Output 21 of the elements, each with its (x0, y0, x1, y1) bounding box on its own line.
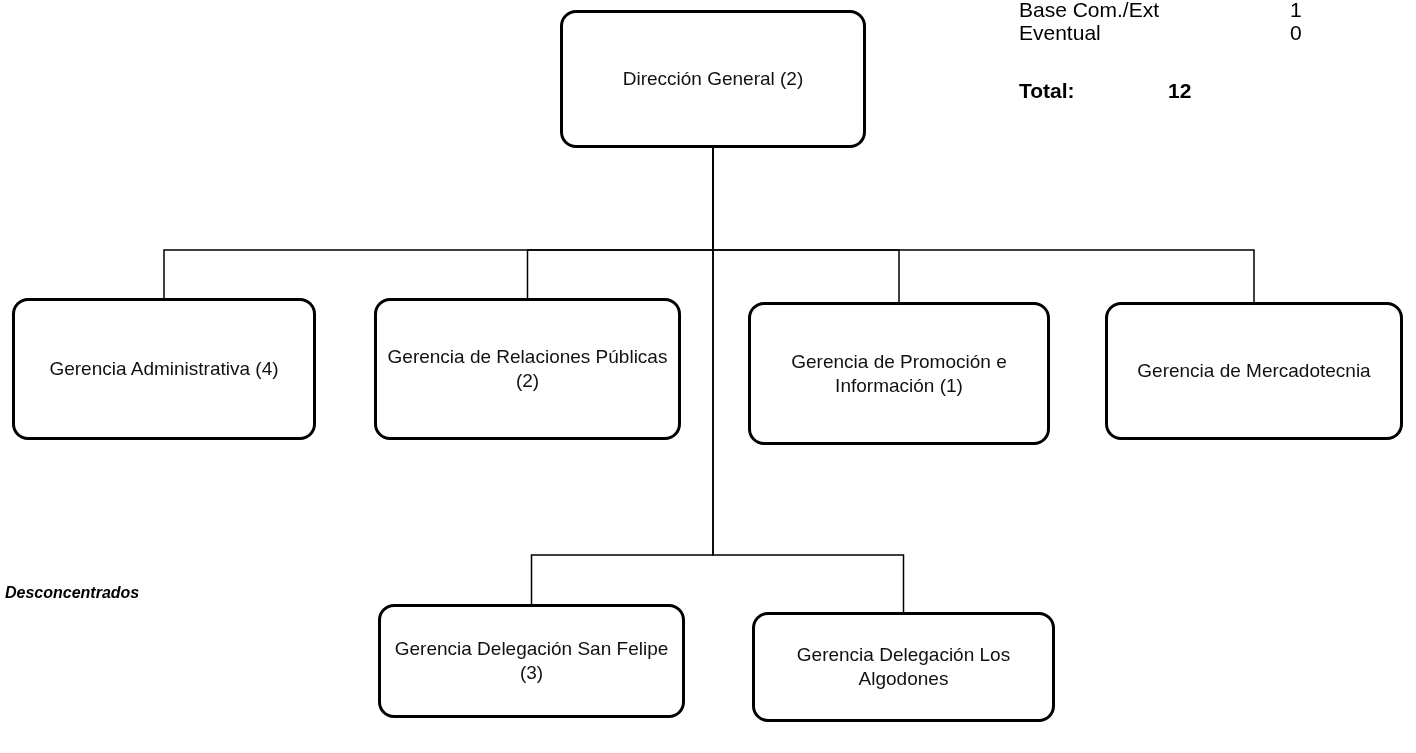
box-label: Dirección General (2) (621, 67, 805, 91)
org-box (374, 298, 681, 440)
box-label: Gerencia de Relaciones Públicas (2) (386, 345, 669, 393)
staff-count-text: Eventual (1019, 21, 1101, 45)
org-box (748, 302, 1050, 445)
org-box (752, 612, 1055, 722)
org-box (560, 10, 866, 148)
box-label: Gerencia de Promoción e Información (1) (790, 349, 1008, 398)
staff-count-text: 1 (1290, 0, 1302, 22)
staff-count-text: Total: (1019, 79, 1075, 103)
org-box (12, 298, 316, 440)
staff-count-text: 12 (1168, 79, 1192, 103)
box-label: Gerencia Delegación San Felipe (3) (393, 637, 670, 685)
org-box (378, 604, 685, 718)
box-label: Gerencia de Mercadotecnia (1136, 359, 1372, 383)
box-label: Gerencia Delegación Los Algodones (795, 643, 1012, 691)
org-box (1105, 302, 1403, 440)
box-label: Gerencia Administrativa (4) (48, 357, 280, 381)
staff-count-text: 0 (1290, 21, 1302, 45)
section-note: Desconcentrados (5, 583, 140, 603)
staff-count-text: Base Com./Ext (1019, 0, 1160, 22)
